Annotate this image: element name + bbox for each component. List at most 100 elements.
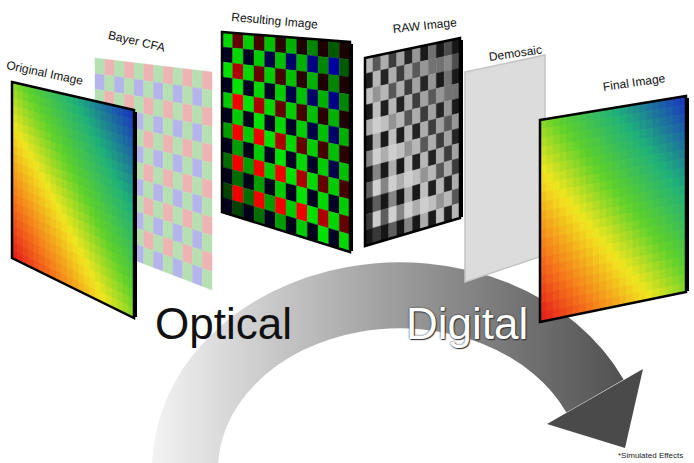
pixel-cell	[560, 143, 567, 153]
pixel-cell	[553, 245, 560, 255]
pixel-cell	[297, 120, 308, 139]
pixel-cell	[265, 178, 276, 197]
pixel-cell	[666, 134, 673, 144]
pixel-cell	[600, 218, 607, 228]
pixel-cell	[381, 162, 389, 180]
pixel-cell	[222, 137, 233, 155]
pixel-cell	[95, 89, 105, 106]
pixel-cell	[560, 152, 567, 162]
pixel-cell	[606, 117, 613, 127]
pixel-cell	[275, 132, 286, 150]
pixel-cell	[560, 207, 567, 217]
pixel-cell	[154, 183, 164, 203]
pixel-cell	[202, 268, 212, 290]
pixel-cell	[620, 133, 627, 143]
pixel-cell	[95, 229, 105, 248]
pixel-cell	[640, 273, 647, 283]
pixel-cell	[573, 259, 580, 269]
pixel-cell	[286, 118, 297, 136]
pixel-cell	[620, 178, 627, 188]
pixel-cell	[620, 214, 627, 224]
pixel-cell	[620, 115, 627, 125]
pixel-cell	[673, 168, 680, 178]
pixel-cell	[646, 254, 653, 264]
pixel-cell	[586, 211, 593, 221]
pixel-cell	[243, 126, 254, 144]
pixel-cell	[659, 162, 666, 172]
pixel-cell	[163, 186, 173, 206]
pixel-cell	[547, 228, 554, 238]
pixel-cell	[397, 157, 405, 175]
pixel-cell	[553, 181, 560, 191]
pixel-cell	[243, 49, 254, 66]
pixel-cell	[329, 211, 340, 231]
pixel-cell	[580, 194, 587, 204]
pixel-cell	[115, 188, 125, 207]
pixel-cell	[163, 152, 173, 172]
pixel-cell	[626, 123, 633, 133]
pixel-cell	[173, 85, 183, 104]
pixel-cell	[233, 139, 244, 157]
pixel-cell	[95, 58, 105, 75]
pixel-cell	[307, 72, 318, 90]
pixel-cell	[444, 160, 452, 177]
pixel-cell	[233, 33, 244, 49]
stage-label: Optical	[155, 298, 292, 349]
pixel-cell	[318, 124, 329, 143]
pixel-cell	[173, 223, 183, 244]
pixel-cell	[573, 150, 580, 160]
pixel-cell	[373, 117, 381, 135]
pixel-cell	[389, 144, 397, 162]
pixel-cell	[173, 154, 183, 174]
pixel-cell	[620, 187, 627, 197]
pixel-cell	[286, 37, 297, 54]
pixel-cell	[413, 184, 421, 202]
panel-heading: Final Image	[602, 71, 666, 94]
pixel-cell	[202, 214, 212, 235]
pixel-cell	[233, 109, 244, 126]
pixel-cell	[397, 127, 405, 144]
pixel-cell	[105, 186, 115, 205]
pixel-cell	[600, 136, 607, 146]
pixel-cell	[413, 123, 421, 140]
pixel-cell	[659, 153, 666, 163]
pixel-cell	[573, 286, 580, 296]
pixel-cell	[202, 125, 212, 145]
pixel-cell	[626, 114, 633, 124]
panel-heading: Resulting Image	[231, 10, 319, 32]
pixel-cell	[653, 154, 660, 164]
pixel-cell	[163, 83, 173, 102]
pixel-cell	[659, 207, 666, 217]
pixel-cell	[397, 65, 405, 82]
pixel-cell	[124, 240, 134, 260]
pixel-cell	[547, 191, 554, 201]
pixel-cell	[405, 186, 413, 204]
pixel-cell	[593, 174, 600, 184]
pixel-cell	[573, 141, 580, 151]
pixel-cell	[646, 137, 653, 147]
pixel-cell	[573, 159, 580, 169]
footnote: *Simulated Effects	[618, 451, 683, 460]
pixel-cell	[593, 237, 600, 247]
pixel-cell	[154, 82, 164, 100]
pixel-cell	[329, 194, 340, 214]
pixel-cell	[339, 180, 350, 200]
pixel-cell	[653, 262, 660, 272]
pixel-cell	[666, 223, 673, 233]
pixel-cell	[163, 66, 173, 84]
pixel-cell	[593, 264, 600, 274]
pixel-cell	[436, 117, 444, 134]
pixel-cell	[307, 155, 318, 174]
pixel-cell	[428, 119, 436, 136]
pixel-cell	[613, 206, 620, 216]
pixel-cell	[553, 236, 560, 246]
pixel-cell	[405, 201, 413, 219]
pixel-cell	[593, 292, 600, 302]
pixel-cell	[633, 149, 640, 159]
pixel-cell	[183, 139, 193, 159]
pixel-cell	[193, 176, 203, 196]
pixel-cell	[646, 164, 653, 174]
pixel-cell	[329, 177, 340, 197]
pixel-cell	[202, 232, 212, 253]
pixel-cell	[600, 127, 607, 137]
